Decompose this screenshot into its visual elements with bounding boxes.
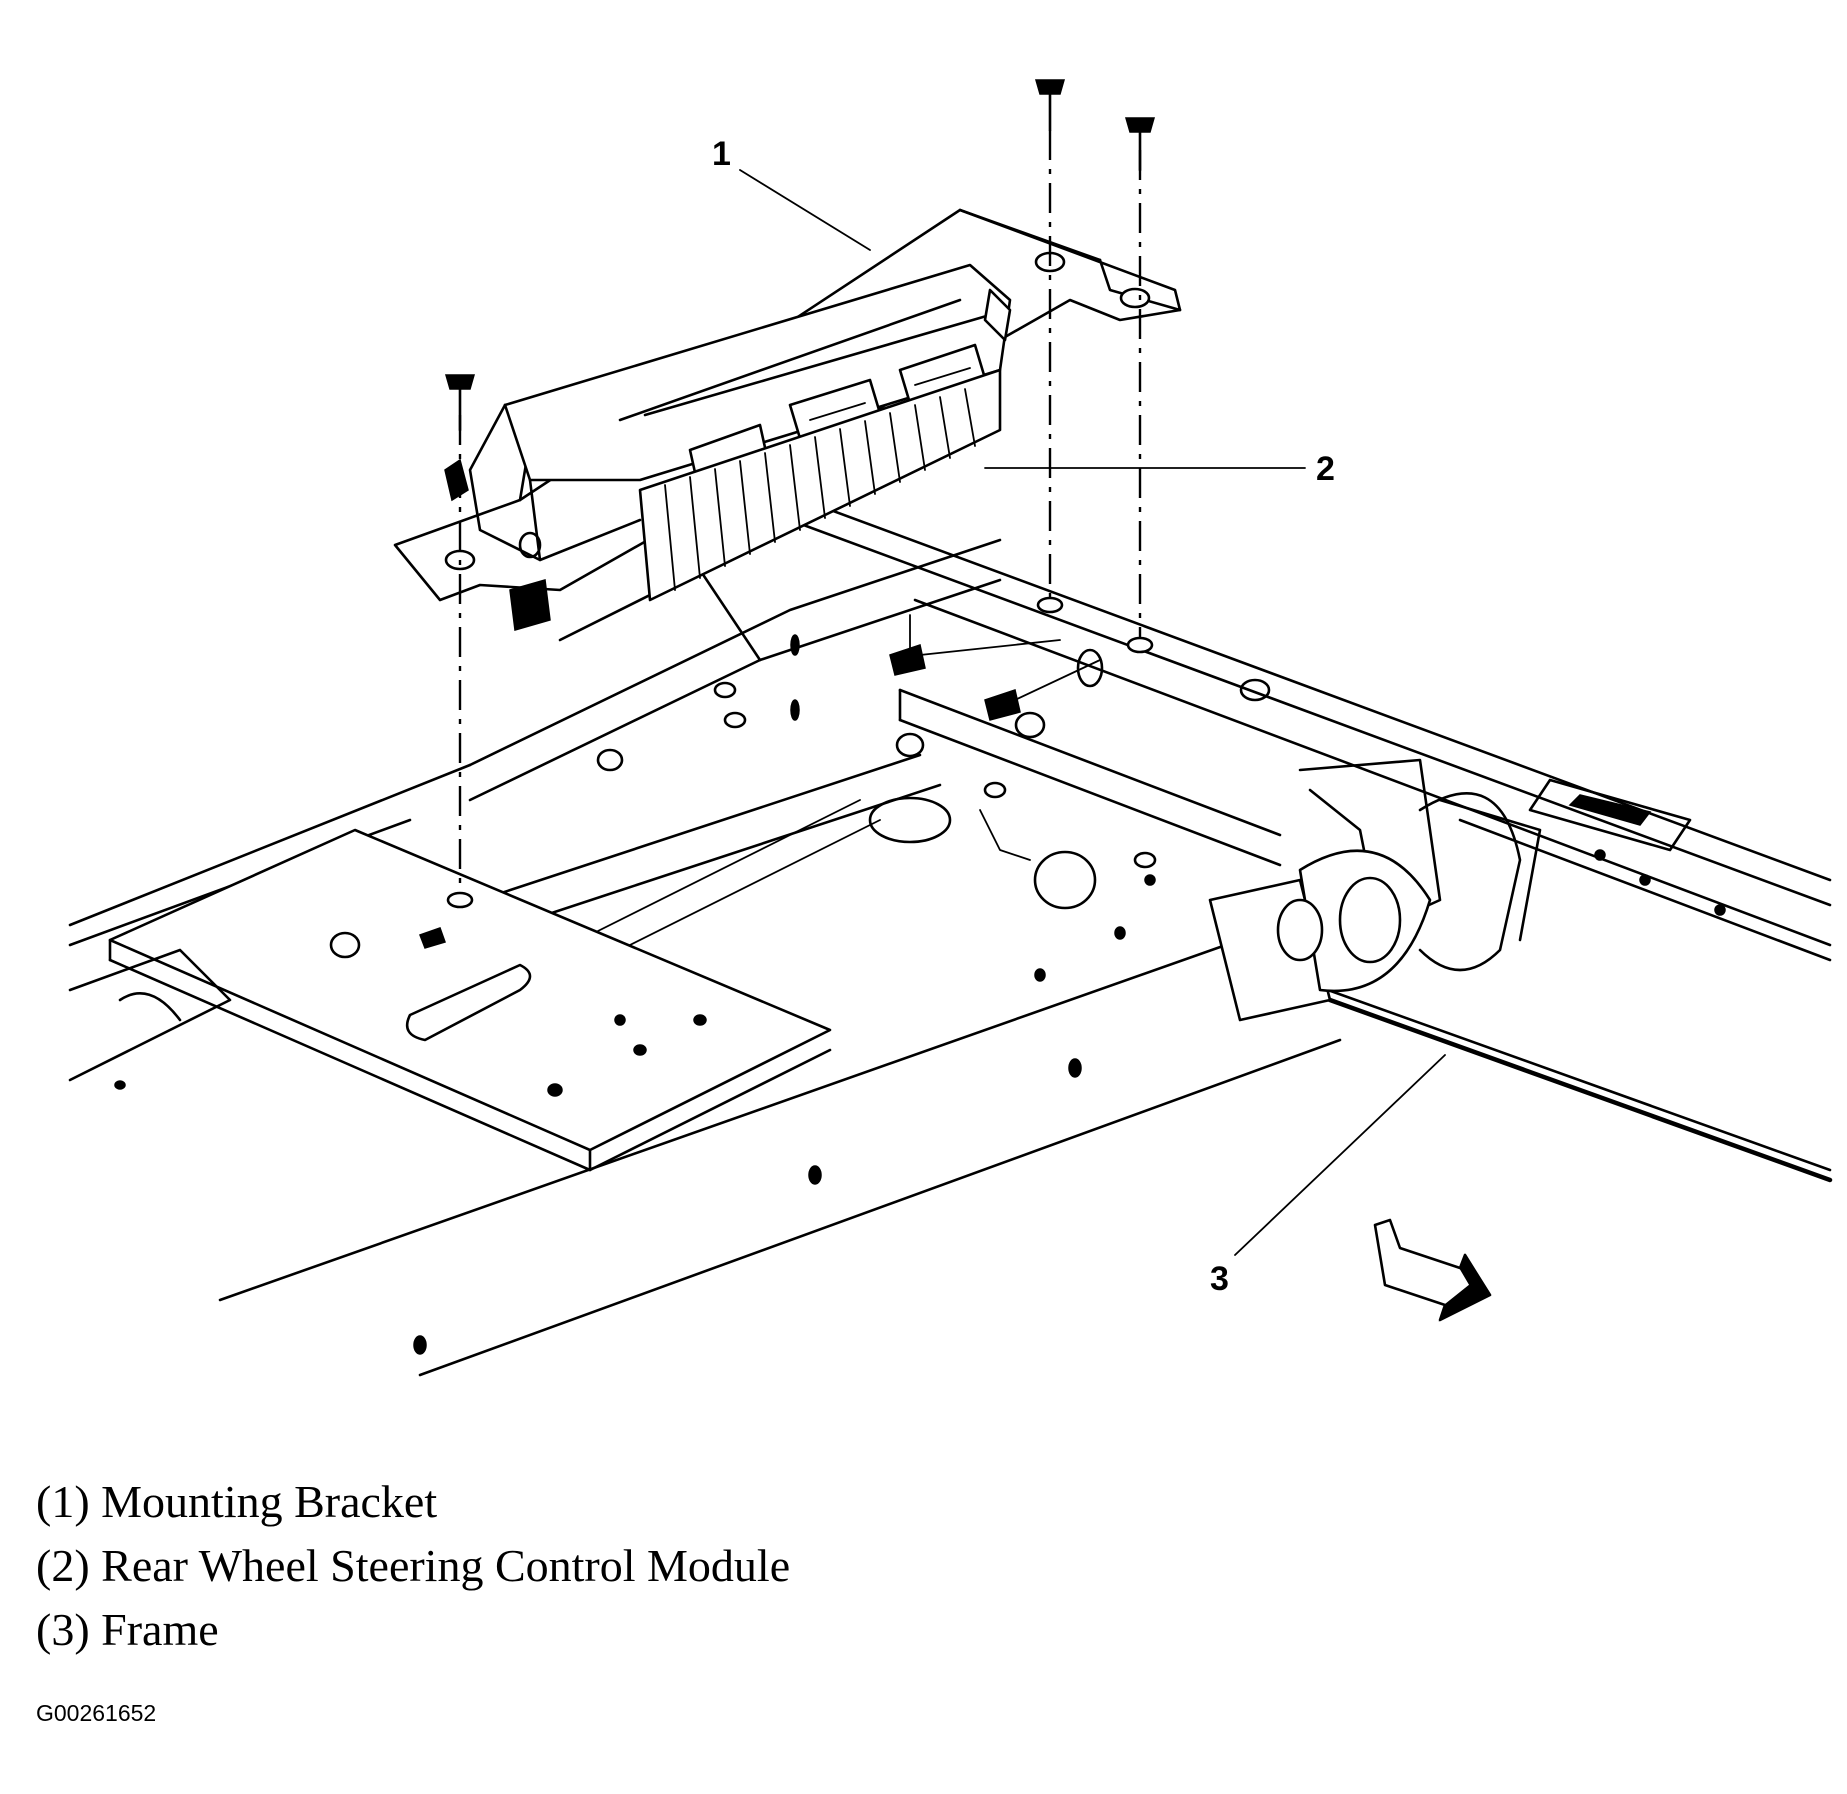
figure-code: G00261652 [36, 1700, 157, 1726]
legend-item-control-module: (2) Rear Wheel Steering Control Module [36, 1540, 791, 1591]
legend-item-mounting-bracket: (1) Mounting Bracket [36, 1476, 438, 1527]
front-direction-arrow-icon [1373, 1218, 1492, 1322]
bolt-3 [445, 374, 475, 432]
bolts [445, 79, 1155, 909]
rear-wheel-steering-control-module [444, 263, 1012, 631]
callout-2: 2 [984, 450, 1335, 488]
callout-3: 3 [1210, 1054, 1446, 1298]
callout-number-2: 2 [1316, 450, 1335, 488]
bolt-1 [1035, 79, 1065, 132]
bolt-2 [1125, 117, 1155, 172]
callout-number-1: 1 [712, 135, 731, 173]
callout-number-3: 3 [1210, 1260, 1229, 1298]
parts-legend: (1) Mounting Bracket (2) Rear Wheel Stee… [36, 1470, 790, 1662]
legend-item-frame: (3) Frame [36, 1604, 219, 1655]
exploded-view-diagram: 1 2 3 [68, 79, 1833, 1377]
frame [68, 493, 1833, 1377]
diagram-canvas: 1 2 3 [68, 79, 1833, 1377]
callout-1: 1 [712, 135, 871, 251]
